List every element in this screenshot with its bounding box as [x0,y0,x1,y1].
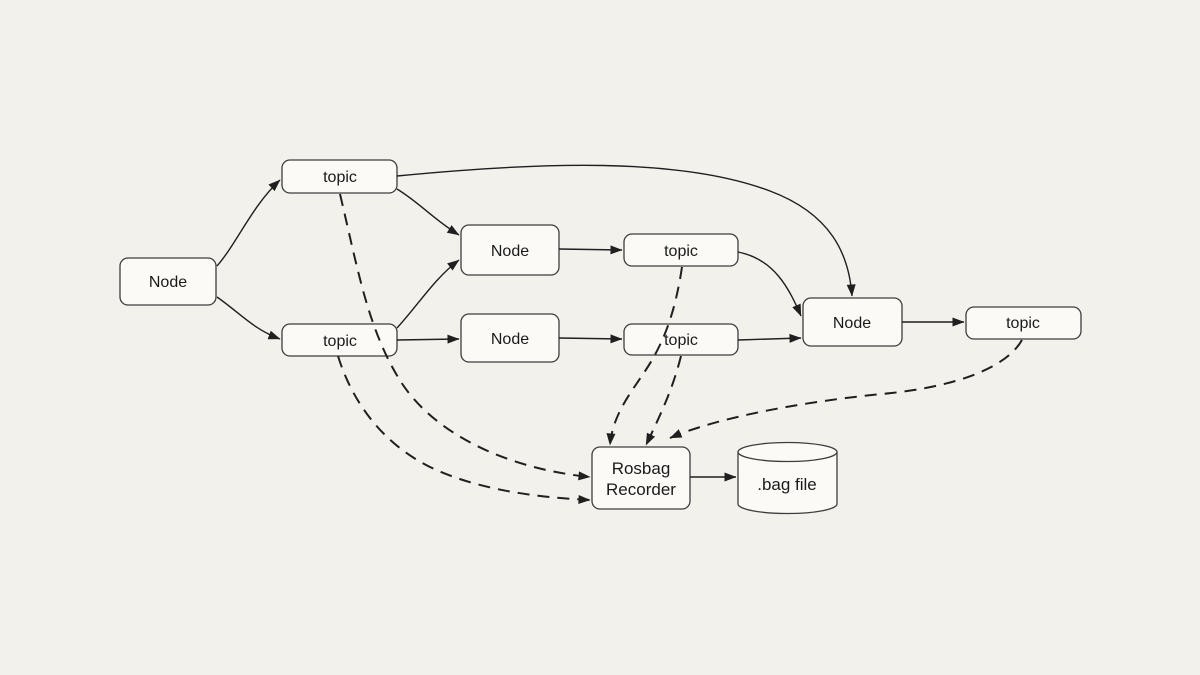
edge-topic-mid-left-to-node-mid-top [396,259,460,329]
edge-topic-mid-left-to-rosbag [337,355,591,504]
node-right-label: Node [833,315,871,332]
edge-topic-top-to-node-mid-top [396,188,460,236]
edge-node-left-to-topic-mid-left [216,296,281,340]
node-left-box [119,257,217,306]
topic-mid-left-label: topic [323,333,357,350]
node-left-label: Node [149,274,187,291]
node-mid-top-box [460,224,560,276]
shapes [119,159,1082,515]
bag-file-cylinder [737,441,838,515]
labels: Node topic topic Node Node topic topic N… [149,169,1040,499]
rosbag-recorder-label-line1: Rosbag [612,459,671,478]
topic-right-label: topic [1006,315,1040,332]
topic-mid-top-box [623,233,739,267]
solid-edges [216,164,965,482]
topic-mid-top-label: topic [664,243,698,260]
edge-node-mid-bottom-to-topic-mid-bottom [558,334,623,344]
rosbag-recorder-label-line2: Recorder [606,480,676,499]
topic-top-label: topic [323,169,357,186]
edge-topic-mid-top-to-rosbag [606,266,683,446]
edge-node-left-to-topic-top [216,179,281,267]
edge-topic-mid-bottom-to-rosbag [645,355,682,446]
edge-topic-mid-bottom-to-node-right [737,333,802,343]
edge-node-mid-top-to-topic-mid-top [558,245,623,255]
topic-right-box [965,306,1082,340]
edge-topic-top-to-rosbag [339,193,591,481]
edge-topic-mid-top-to-node-right [737,251,802,317]
node-mid-top-label: Node [491,243,529,260]
dashed-edges [337,193,1023,504]
edge-topic-right-to-rosbag [669,339,1023,439]
node-mid-bottom-label: Node [491,331,529,348]
topic-top-box [281,159,398,194]
topic-mid-bottom-label: topic [664,332,698,349]
edge-topic-top-to-node-right [396,164,856,297]
edge-topic-mid-left-to-node-mid-bottom [396,334,460,344]
bag-file-label: .bag file [757,475,817,494]
rosbag-recorder-box [591,446,691,510]
